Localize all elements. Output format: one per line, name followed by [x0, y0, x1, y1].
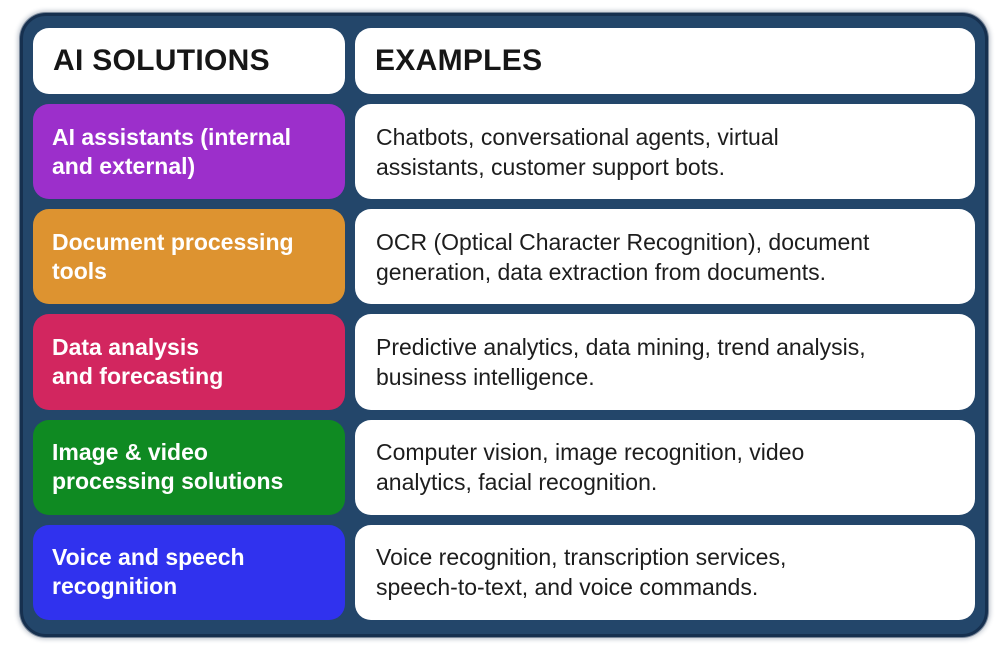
- example-cell-document-processing: OCR (Optical Character Recognition), doc…: [355, 209, 975, 305]
- column-header-ai-solutions: AI SOLUTIONS: [33, 28, 345, 94]
- solution-cell-document-processing: Document processing tools: [33, 209, 345, 305]
- solution-cell-ai-assistants: AI assistants (internal and external): [33, 104, 345, 200]
- solutions-examples-table: AI SOLUTIONS EXAMPLES AI assistants (int…: [33, 28, 975, 620]
- example-cell-image-video: Computer vision, image recognition, vide…: [355, 419, 975, 515]
- solution-cell-voice-speech: Voice and speech recognition: [33, 524, 345, 620]
- solution-cell-data-analysis: Data analysis and forecasting: [33, 314, 345, 410]
- solution-cell-image-video: Image & video processing solutions: [33, 419, 345, 515]
- example-cell-voice-speech: Voice recognition, transcription service…: [355, 524, 975, 620]
- example-cell-data-analysis: Predictive analytics, data mining, trend…: [355, 314, 975, 410]
- column-header-examples: EXAMPLES: [355, 28, 975, 94]
- example-cell-ai-assistants: Chatbots, conversational agents, virtual…: [355, 104, 975, 200]
- table-frame: AI SOLUTIONS EXAMPLES AI assistants (int…: [20, 13, 988, 637]
